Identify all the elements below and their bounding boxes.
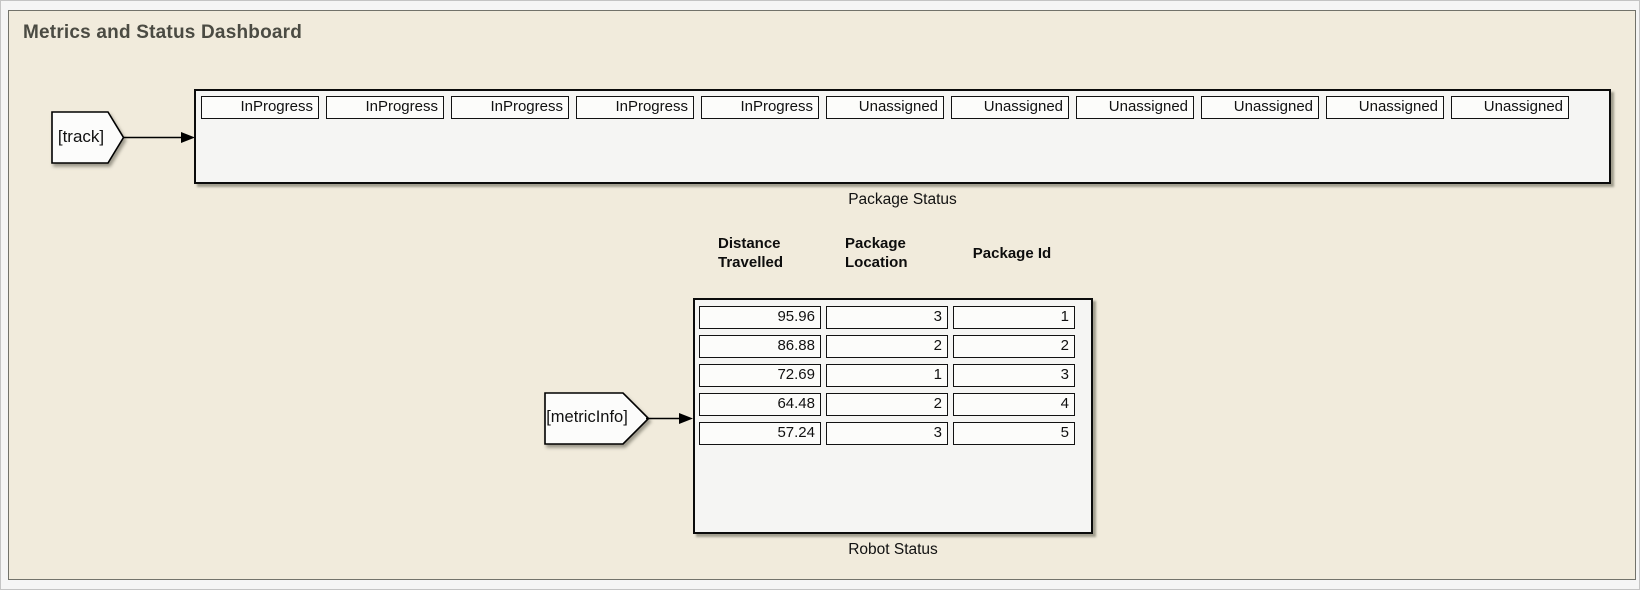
arrowhead-icon — [679, 413, 693, 424]
page-title: Metrics and Status Dashboard — [23, 22, 303, 43]
table-cell: 57.24 — [699, 422, 821, 445]
table-cell: 1 — [953, 306, 1075, 329]
package-status-cell: Unassigned — [951, 96, 1069, 119]
table-cell: 86.88 — [699, 335, 821, 358]
package-status-cell: InProgress — [701, 96, 819, 119]
package-status-cell: Unassigned — [1451, 96, 1569, 119]
robot-status-block-label: Robot Status — [848, 541, 938, 558]
package-status-cell: Unassigned — [1201, 96, 1319, 119]
package-status-cell: Unassigned — [826, 96, 944, 119]
arrowhead-icon — [181, 132, 195, 143]
table-cell: 5 — [953, 422, 1075, 445]
table-cell: 3 — [826, 422, 948, 445]
robot-status-headers: Distance Travelled Package Location Pack… — [697, 227, 1073, 279]
table-cell: 3 — [953, 364, 1075, 387]
package-status-cell: InProgress — [576, 96, 694, 119]
table-cell: 4 — [953, 393, 1075, 416]
from-tag-shape — [51, 111, 125, 164]
package-status-cell: InProgress — [326, 96, 444, 119]
package-status-display-block[interactable]: InProgress InProgress InProgress InProgr… — [194, 89, 1611, 184]
package-status-cell: InProgress — [201, 96, 319, 119]
from-tag-metricinfo[interactable]: [metricInfo] — [544, 392, 650, 445]
table-cell: 64.48 — [699, 393, 821, 416]
table-row: 72.69 1 3 — [699, 364, 1091, 387]
package-status-cell: Unassigned — [1326, 96, 1444, 119]
table-row: 86.88 2 2 — [699, 335, 1091, 358]
robot-status-display-block[interactable]: 95.96 3 1 86.88 2 2 72.69 1 3 64.48 2 4 … — [693, 298, 1093, 534]
from-tag-metricinfo-label: [metricInfo] — [546, 408, 628, 426]
table-cell: 95.96 — [699, 306, 821, 329]
column-header: Package Id — [972, 244, 1052, 262]
table-row: 57.24 3 5 — [699, 422, 1091, 445]
package-status-cell: Unassigned — [1076, 96, 1194, 119]
table-cell: 2 — [826, 335, 948, 358]
column-header: Package Location — [845, 235, 908, 271]
package-status-cell: InProgress — [451, 96, 569, 119]
table-cell: 3 — [826, 306, 948, 329]
robot-status-table: 95.96 3 1 86.88 2 2 72.69 1 3 64.48 2 4 … — [695, 300, 1091, 445]
table-cell: 72.69 — [699, 364, 821, 387]
from-tag-track-label: [track] — [57, 126, 105, 146]
table-cell: 2 — [826, 393, 948, 416]
from-tag-shape — [544, 392, 650, 445]
signal-line-track[interactable] — [123, 129, 198, 146]
signal-line-metricinfo[interactable] — [645, 410, 695, 427]
table-row: 64.48 2 4 — [699, 393, 1091, 416]
table-row: 95.96 3 1 — [699, 306, 1091, 329]
column-header: Distance Travelled — [718, 235, 784, 271]
table-cell: 1 — [826, 364, 948, 387]
package-status-strip: InProgress InProgress InProgress InProgr… — [196, 91, 1609, 119]
from-tag-track[interactable]: [track] — [51, 111, 125, 164]
table-cell: 2 — [953, 335, 1075, 358]
package-status-block-label: Package Status — [848, 191, 957, 208]
